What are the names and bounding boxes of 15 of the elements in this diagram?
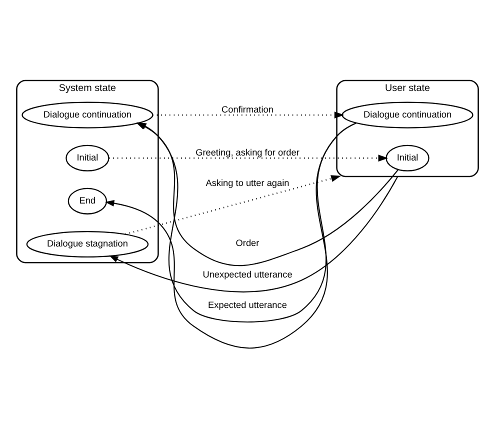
node-ellipse: Dialogue stagnation — [26, 230, 149, 258]
arrow — [109, 176, 398, 292]
edge-label: Asking to utter again — [206, 178, 290, 188]
edge-label: Order — [236, 238, 260, 248]
edge-label: Confirmation — [222, 104, 274, 115]
arrow — [125, 175, 341, 235]
node-ellipse: Initial — [66, 144, 110, 172]
edge-label: Unexpected utterance — [202, 270, 292, 280]
edge-label: Expected utterance — [208, 300, 287, 310]
node-ellipse: End — [68, 188, 108, 214]
node-ellipse: Dialogue continuation — [342, 102, 474, 128]
arrow — [109, 154, 388, 162]
arrow — [152, 112, 344, 119]
node-ellipse: Initial — [386, 144, 430, 172]
edge-label: Greeting, asking for order — [196, 148, 300, 158]
